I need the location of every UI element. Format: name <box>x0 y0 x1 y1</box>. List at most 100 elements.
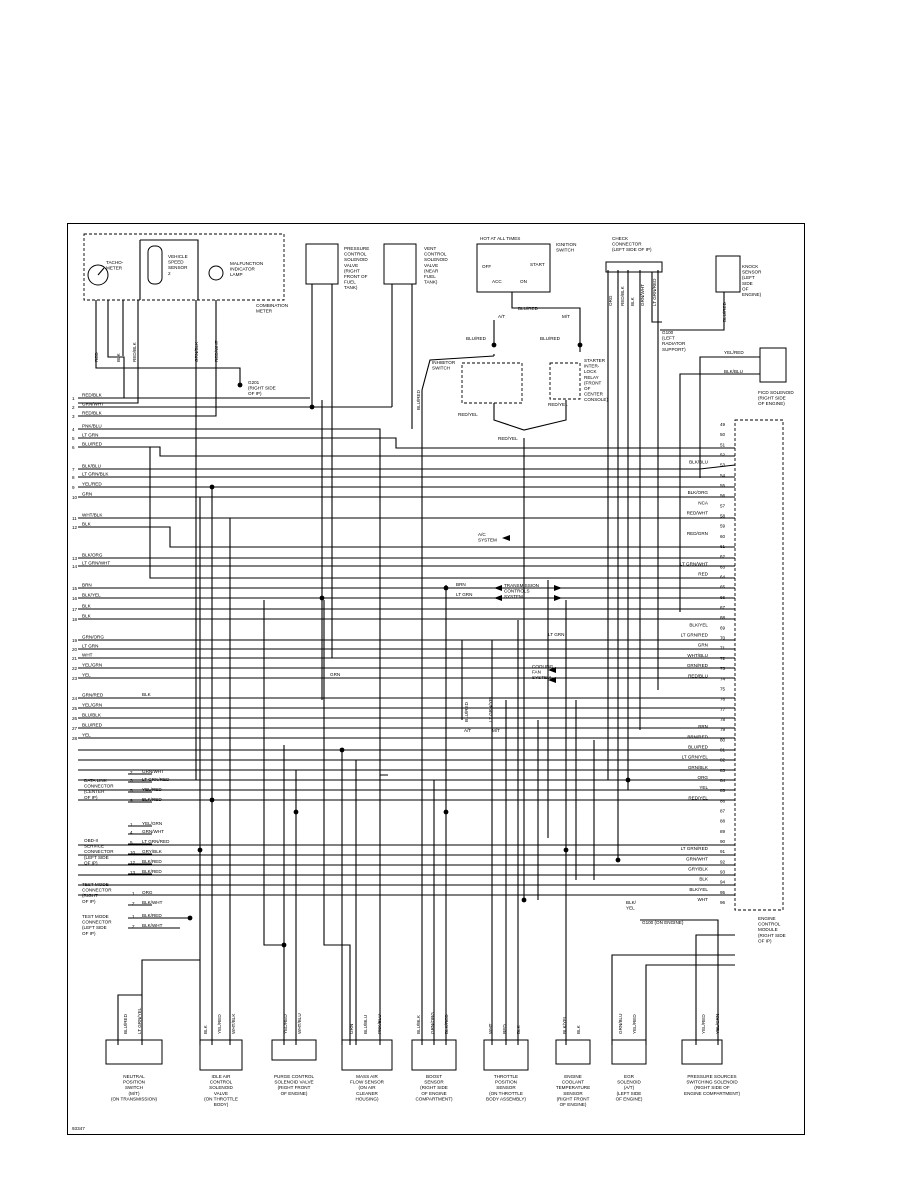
right-pin-wire: BRN/RED <box>687 734 708 739</box>
right-pin-number: 87 <box>720 808 726 813</box>
right-pin-number: 88 <box>720 819 726 824</box>
dlc-pin-number: 2 <box>130 770 133 775</box>
ign-wire-label: BLU/RED <box>518 306 539 311</box>
maf-sensor-box <box>341 1039 393 1071</box>
right-pin-wire: GRN/WHT <box>686 856 708 861</box>
component-wire-egr: YEL/RED <box>632 1014 637 1034</box>
meter-wire-label: RED/BLK <box>132 341 137 362</box>
right-pin-number: 49 <box>720 422 726 427</box>
inhibitor-switch-box <box>461 362 523 404</box>
trans-wire-ltgrn: LT GRN <box>456 592 472 597</box>
right-pin-number: 52 <box>720 453 726 458</box>
meter-wire-label: BLK <box>116 352 121 362</box>
check-wire-label: BLK <box>630 296 635 306</box>
left-pin-number: 9 <box>72 485 75 490</box>
left-pin-number: 12 <box>72 525 78 530</box>
test-left-pin-number: 2 <box>132 924 135 929</box>
obd-pin-number: 13 <box>130 870 136 875</box>
left-pin-wire: GRN/RED <box>82 693 104 698</box>
left-pin-wire: BLK <box>82 522 92 527</box>
left-pin-wire: WHT <box>82 653 93 658</box>
left-pin-wire: LT GRN/BLK <box>82 472 109 477</box>
hot-at-all-times-label: HOT AT ALL TIMES <box>480 236 520 241</box>
right-pin-labels: 4950515253BLK/BLU545556BLK/ORG57NCA58RED… <box>680 422 726 905</box>
right-pin-wire: LT GRN/RED <box>681 633 709 638</box>
left-pin-number: 6 <box>72 445 75 450</box>
right-pin-number: 61 <box>720 544 726 549</box>
obd-pin-number: 12 <box>130 860 136 865</box>
right-pin-number: 74 <box>720 676 726 681</box>
left-pin-number: 14 <box>72 564 78 569</box>
left-pin-wire: YEL <box>82 673 91 678</box>
vent-control-valve-box <box>383 243 417 285</box>
vertical-wire-label: LT GRN/YEL <box>488 695 493 722</box>
left-pin-wire: BLU/RED <box>82 442 103 447</box>
meter-wire-label: RED <box>94 352 99 362</box>
left-pin-wire: RED/BLK <box>82 411 103 416</box>
right-pin-wire: LT GRN/WHT <box>680 561 708 566</box>
right-pin-number: 59 <box>720 524 726 529</box>
vertical-wire-label: BLU/RED <box>416 389 421 410</box>
left-pin-number: 13 <box>72 556 78 561</box>
left-pin-number: 27 <box>72 726 78 731</box>
ficd-solenoid-box <box>759 347 787 383</box>
relay-wire-label: RED/YEL <box>548 402 568 407</box>
mid-ltgrn-label: LT GRN <box>548 632 564 637</box>
right-pin-number: 93 <box>720 869 726 874</box>
right-pin-number: 50 <box>720 432 726 437</box>
left-pin-number: 28 <box>72 736 78 741</box>
ignition-switch-box <box>476 243 551 293</box>
test-left-pin-wire: BLK/RED <box>142 913 162 918</box>
ign-at-label: A/T <box>498 314 505 319</box>
check-wire-label: RED/BLK <box>620 285 625 306</box>
left-pin-number: 17 <box>72 607 78 612</box>
obd-pin-wire: GRY/BLK <box>142 849 163 854</box>
right-pin-number: 83 <box>720 768 726 773</box>
vertical-wire-label: BLU/RED <box>464 701 469 722</box>
left-pin-number: 25 <box>72 706 78 711</box>
component-wire-purge: YEL/RED <box>283 1014 288 1034</box>
relay-wire-label: RED/YEL <box>498 436 518 441</box>
component-wire-boost: BLK/RED <box>444 1014 449 1034</box>
right-pin-wire: BLK/ORG <box>688 490 709 495</box>
right-pin-wire: RED/GRN <box>687 531 708 536</box>
right-pin-number: 92 <box>720 859 726 864</box>
right-pin-number: 60 <box>720 534 726 539</box>
purge-valve-box <box>271 1039 317 1061</box>
ficd-w1-label: YEL/RED <box>724 350 744 355</box>
right-pin-number: 79 <box>720 727 726 732</box>
left-pin-wire: BLU/BLK <box>82 713 102 718</box>
right-pin-number: 51 <box>720 442 726 447</box>
ect-sensor-box <box>555 1039 591 1065</box>
pss-solenoid-box <box>681 1039 723 1065</box>
right-pin-wire: RED/YEL <box>688 795 708 800</box>
ign-start-label: START <box>530 262 545 267</box>
right-pin-wire: BLK/YEL <box>689 887 708 892</box>
left-pin-wire: RED/BLK <box>82 393 103 398</box>
check-wire-label: LT GRN/RED <box>652 278 657 306</box>
right-pin-number: 78 <box>720 717 726 722</box>
component-wire-tps: WHT <box>488 1023 493 1034</box>
test-right-pin-wire: BLK/WHT <box>142 900 163 905</box>
right-pin-number: 91 <box>720 849 726 854</box>
right-pin-number: 57 <box>720 503 726 508</box>
component-wire-ect: BLK <box>576 1024 581 1034</box>
left-pin-wire: LT GRN <box>82 644 98 649</box>
left-pin-wire: GRN/WHT <box>82 402 104 407</box>
right-pin-number: 96 <box>720 900 726 905</box>
obd-pin-number: 4 <box>130 830 133 835</box>
right-pin-number: 85 <box>720 788 726 793</box>
starter-relay-box <box>549 362 581 400</box>
pressure-control-valve-box <box>305 243 339 285</box>
